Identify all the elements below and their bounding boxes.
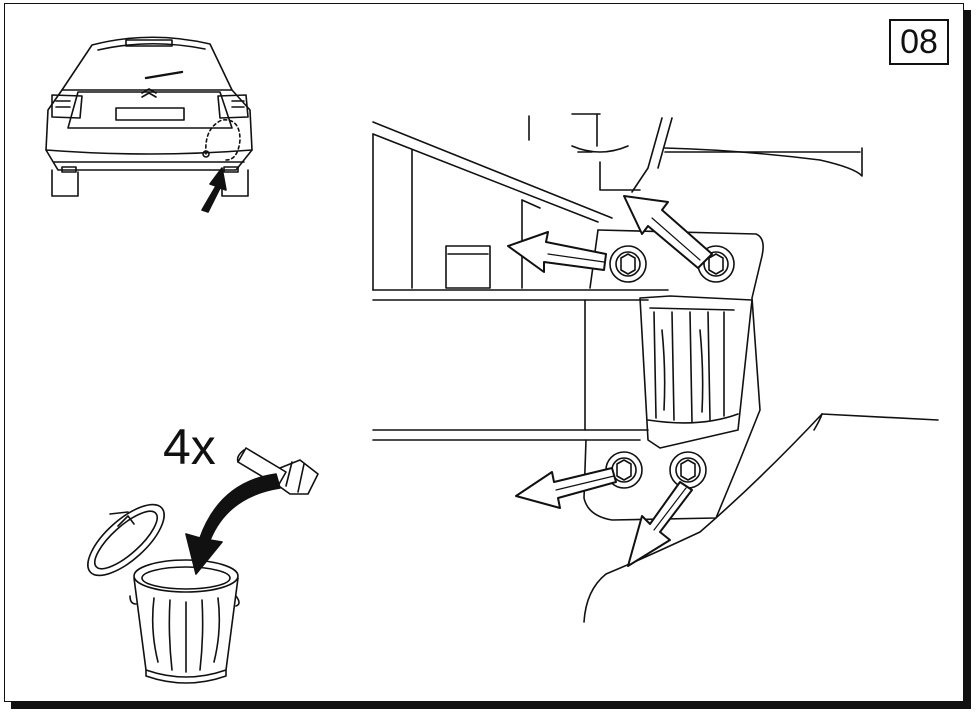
trash-bin-lid-icon — [87, 503, 165, 577]
car-rear-view-icon — [45, 36, 253, 213]
removal-arrow-icon — [507, 195, 713, 567]
flange-bolt-icon — [609, 245, 647, 283]
tow-bar-mounting-area — [372, 113, 939, 623]
flange-bolt-icon — [669, 451, 707, 489]
step-number-badge: 08 — [889, 19, 949, 65]
bolt-quantity-label: 4x — [163, 419, 216, 475]
trash-bin-icon — [129, 559, 240, 684]
removal-arrow-icon — [185, 473, 281, 575]
flange-bolt-icon — [697, 245, 735, 283]
